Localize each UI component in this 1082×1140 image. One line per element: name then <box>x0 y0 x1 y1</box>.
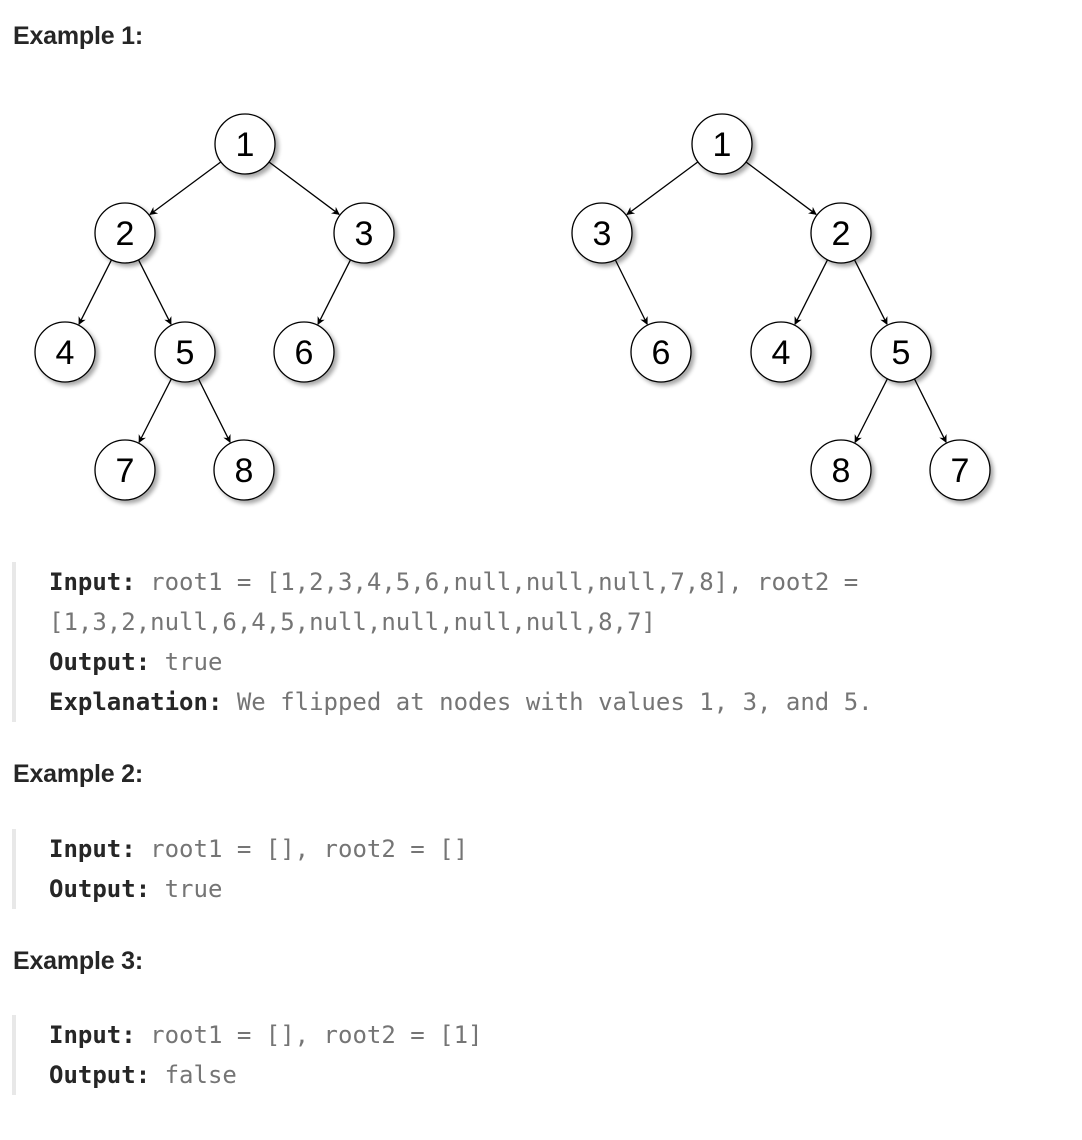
tree-node-circle <box>870 321 932 383</box>
tree-node-circle <box>630 321 692 383</box>
tree-node-circle <box>94 202 156 264</box>
tree-edge-arrow <box>854 378 888 444</box>
tree-node-circle <box>691 113 753 175</box>
tree-diagram: 1 2 3 4 5 6 7 8 1 3 2 6 4 5 8 7 <box>34 113 991 501</box>
tree-node: 2 <box>810 202 872 264</box>
tree-node: 1 <box>214 113 276 175</box>
input-line-continued: [1,3,2,null,6,4,5,null,null,null,null,8,… <box>49 602 873 642</box>
tree-edge-arrow <box>268 161 340 215</box>
tree-node: 6 <box>273 321 335 383</box>
input-value-continued: [1,3,2,null,6,4,5,null,null,null,null,8,… <box>49 608 656 636</box>
tree-edge-arrow <box>626 161 699 216</box>
example-2-heading: Example 2: <box>13 760 144 788</box>
example-3-block: Input: root1 = [], root2 = [1] Output: f… <box>12 1015 482 1095</box>
tree-node-circle <box>154 321 216 383</box>
tree-node-label: 7 <box>116 452 135 490</box>
tree-node-label: 6 <box>295 334 314 372</box>
tree-node-label: 5 <box>892 334 911 372</box>
tree-node-label: 7 <box>951 452 970 490</box>
output-label: Output: <box>49 1061 151 1089</box>
tree-edge-arrow <box>137 259 172 326</box>
tree-node: 2 <box>94 202 156 264</box>
tree-node-label: 8 <box>832 452 851 490</box>
tree-node-label: 2 <box>116 215 135 253</box>
output-label: Output: <box>49 648 151 676</box>
tree-node-circle <box>929 439 991 501</box>
tree-edge-arrow <box>794 259 829 326</box>
tree-node-circle <box>94 439 156 501</box>
output-line: Output: true <box>49 869 468 909</box>
tree-edge-arrow <box>197 378 231 443</box>
tree-node-label: 4 <box>56 334 75 372</box>
output-label: Output: <box>49 875 151 903</box>
tree-node-label: 3 <box>355 215 374 253</box>
tree-node: 5 <box>154 321 216 383</box>
tree-node-label: 6 <box>652 334 671 372</box>
tree-node-circle <box>214 113 276 175</box>
tree-node-label: 1 <box>713 126 732 164</box>
input-value: root1 = [], root2 = [] <box>135 835 469 863</box>
tree-edges <box>78 161 947 444</box>
input-line: Input: root1 = [1,2,3,4,5,6,null,null,nu… <box>49 562 873 602</box>
tree-node-circle <box>34 321 96 383</box>
tree-node: 6 <box>630 321 692 383</box>
output-line: Output: false <box>49 1055 482 1095</box>
tree-nodes: 1 2 3 4 5 6 7 8 1 3 2 6 4 5 8 7 <box>34 113 991 501</box>
output-value: true <box>150 648 223 676</box>
tree-node-circle <box>571 202 633 264</box>
tree-edge-arrow <box>78 259 113 326</box>
tree-edge-arrow <box>149 161 222 216</box>
explanation-line: Explanation: We flipped at nodes with va… <box>49 682 873 722</box>
example-1-heading: Example 1: <box>13 22 144 50</box>
tree-node-circle <box>333 202 395 264</box>
tree-edge-arrow <box>913 378 947 443</box>
input-value: root1 = [], root2 = [1] <box>135 1021 483 1049</box>
tree-node: 4 <box>750 321 812 383</box>
output-value: false <box>150 1061 237 1089</box>
tree-edge-arrow <box>614 259 648 325</box>
input-line: Input: root1 = [], root2 = [1] <box>49 1015 482 1055</box>
tree-edge-arrow <box>138 378 172 444</box>
tree-node: 8 <box>810 439 872 501</box>
input-line: Input: root1 = [], root2 = [] <box>49 829 468 869</box>
tree-node-circle <box>750 321 812 383</box>
explanation-value: We flipped at nodes with values 1, 3, an… <box>222 688 873 716</box>
output-value: true <box>150 875 223 903</box>
input-label: Input: <box>49 568 136 596</box>
tree-node-label: 1 <box>236 126 255 164</box>
tree-node-label: 3 <box>593 215 612 253</box>
input-label: Input: <box>49 835 136 863</box>
example-1-block: Input: root1 = [1,2,3,4,5,6,null,null,nu… <box>12 562 873 722</box>
tree-edge-arrow <box>317 259 352 326</box>
tree-node: 3 <box>571 202 633 264</box>
tree-node-circle <box>810 439 872 501</box>
tree-node: 1 <box>691 113 753 175</box>
example-3-heading: Example 3: <box>13 947 144 975</box>
tree-node: 7 <box>929 439 991 501</box>
tree-edge-arrow <box>745 161 817 215</box>
tree-node: 7 <box>94 439 156 501</box>
input-value: root1 = [1,2,3,4,5,6,null,null,null,7,8]… <box>135 568 859 596</box>
tree-node-circle <box>810 202 872 264</box>
tree-edge-arrow <box>853 259 888 326</box>
tree-node: 5 <box>870 321 932 383</box>
tree-node: 3 <box>333 202 395 264</box>
tree-node-label: 2 <box>832 215 851 253</box>
tree-node-label: 8 <box>235 452 254 490</box>
tree-node-circle <box>273 321 335 383</box>
tree-node: 8 <box>213 439 275 501</box>
example-2-block: Input: root1 = [], root2 = [] Output: tr… <box>12 829 468 909</box>
tree-node-label: 4 <box>772 334 791 372</box>
explanation-label: Explanation: <box>49 688 223 716</box>
tree-node-label: 5 <box>176 334 195 372</box>
input-label: Input: <box>49 1021 136 1049</box>
output-line: Output: true <box>49 642 873 682</box>
tree-node-circle <box>213 439 275 501</box>
tree-node: 4 <box>34 321 96 383</box>
